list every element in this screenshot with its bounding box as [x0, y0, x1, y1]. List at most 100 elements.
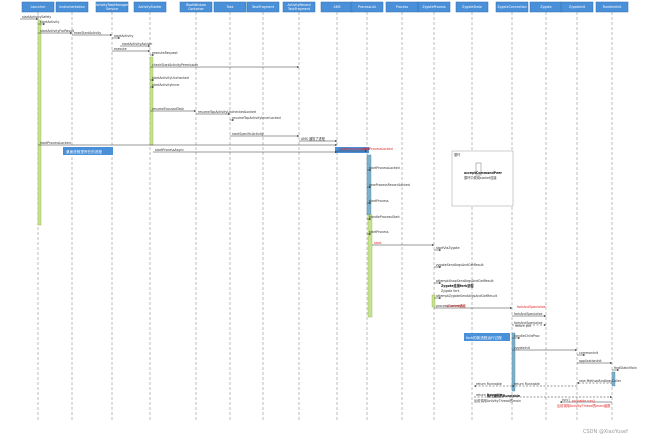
message: startSpecificActivity	[230, 132, 299, 137]
message-label: return Runnable	[514, 382, 540, 386]
runselectloop-label: Zygote连接fork进程	[441, 283, 474, 288]
activation-zygoteprocess	[431, 294, 436, 308]
message: forkAndSpecialize	[512, 312, 546, 317]
participant-box	[213, 1, 247, 13]
participant-name: ActivityStarter	[139, 5, 163, 9]
message: startActivityForResult	[38, 29, 75, 34]
message: startProcessAsync	[153, 148, 337, 153]
arrow-head	[369, 169, 371, 171]
lifelines	[37, 12, 613, 420]
return-pid-label: return pid	[515, 324, 531, 328]
message: resumeTopActivityUncheckedLocked	[196, 110, 256, 115]
message-label: startActivityUnchecked	[152, 76, 189, 80]
message-label: checkStartActivityPermission	[152, 63, 198, 67]
message: startActivityInner	[150, 83, 180, 88]
message-label: AMS 通知了进程	[301, 136, 326, 141]
message-label: applicationInit	[579, 359, 602, 363]
message-label: commonInit	[579, 351, 599, 355]
message: startProcessLocked	[38, 141, 337, 146]
message: zygoteInit	[512, 346, 577, 351]
message-label: startActivityInner	[152, 83, 180, 87]
arrow-head	[617, 369, 619, 371]
note-fork-text: fork的新进程运行过程	[466, 335, 502, 340]
message: startViaZygote	[434, 246, 460, 251]
participant-name: Container	[188, 7, 204, 11]
message-label: startProcessAsync	[155, 148, 184, 152]
message: startProcessLocked	[337, 147, 370, 152]
participant-name: RootWindow	[186, 3, 206, 7]
arrow-head	[432, 244, 434, 246]
message: checkStartActivityPermission	[150, 63, 299, 68]
return-runnable-sub: 反射调用ActivityThread的main	[474, 398, 521, 403]
participant-name: TaskFragment	[287, 7, 311, 11]
arrow-head	[439, 249, 441, 251]
arrow-head	[610, 362, 612, 364]
message-label: execute	[114, 47, 127, 51]
message-label: startProcessLocked	[369, 166, 400, 170]
message: run()	[560, 398, 612, 403]
participant-box	[560, 1, 594, 13]
arrow-head	[544, 324, 546, 326]
messages: startActivitySafelystartActivitystartAct…	[20, 15, 637, 403]
participant-header: TaskFragment	[246, 1, 280, 13]
participant-header: Instrumentation	[55, 1, 89, 13]
message: return Runnable	[474, 393, 612, 398]
participant-name: Service	[106, 7, 118, 11]
note-launcher-process: 桌面进程里所在的进程	[63, 147, 113, 155]
message: startActivity	[112, 34, 133, 39]
arrow-head	[369, 186, 371, 188]
message-label: startActivity	[40, 20, 59, 24]
activation-zygoteconnection	[511, 332, 516, 392]
run-red-label: runnable.run()	[572, 399, 595, 403]
participant-name: ZygoteProcess	[422, 5, 446, 9]
note-launcher-text: 桌面进程里所在的进程	[66, 149, 102, 154]
participant-header: ZygoteState	[455, 1, 489, 13]
message: handleProcessStart	[367, 215, 400, 220]
participant-name: ActivityRecord	[288, 3, 311, 7]
participant-name: Instrumentation	[59, 5, 85, 9]
message: executeRequest	[150, 51, 178, 56]
participant-header: ActivityStarter	[133, 1, 167, 13]
message-label: startActivityForResult	[40, 29, 75, 33]
arrow-head	[335, 140, 337, 142]
participant-header: ProcessList	[350, 1, 384, 13]
arrow-head	[228, 113, 230, 115]
message-label: startSpecificActivity	[232, 132, 264, 136]
arrow-head	[474, 385, 476, 387]
message-label: forkAndSpecialize	[514, 321, 542, 325]
arrow-head	[575, 349, 577, 351]
participant-name: AMS	[334, 5, 341, 9]
message: startProcess	[367, 230, 389, 235]
participant-name: ZygoteInit	[569, 5, 586, 9]
message: attemptZygoteSendArgsAndGetResult	[434, 294, 498, 299]
message-label: startProcessLocked	[40, 141, 71, 145]
participant-name: RuntimeInit	[603, 5, 622, 9]
arrow-head	[335, 144, 337, 146]
participant-header: ZygoteConnection	[495, 1, 529, 13]
message: attemptUsapSendArgsAndGetResult	[434, 279, 494, 284]
arrow-head	[297, 66, 299, 68]
message-label: return Runnable	[476, 393, 502, 397]
message-label: findStaticMain	[614, 366, 637, 370]
message: resumeFocusedTask	[150, 107, 196, 112]
watermark: CSDN @XiaoYusef	[583, 429, 628, 435]
message: zygoteSendArgsAndGetResult	[434, 263, 484, 268]
arrow-head	[148, 50, 150, 52]
message: startActivitySafely	[20, 15, 51, 20]
message-label: startViaZygote	[436, 246, 460, 250]
arrow-head	[560, 401, 562, 403]
message-label: startActivity	[114, 34, 133, 38]
participant-header: Zygote	[529, 1, 563, 13]
message-label: zygoteInit	[514, 346, 531, 350]
participant-box	[21, 1, 55, 13]
participant-box	[595, 1, 629, 13]
participant-header: Launcher	[21, 1, 55, 13]
arrow-head	[583, 354, 585, 356]
message-label: new MethodAndArgsCaller	[579, 379, 622, 383]
note-ams-process	[335, 147, 369, 153]
message-label: run()	[562, 398, 570, 402]
arrow-head	[544, 315, 546, 317]
